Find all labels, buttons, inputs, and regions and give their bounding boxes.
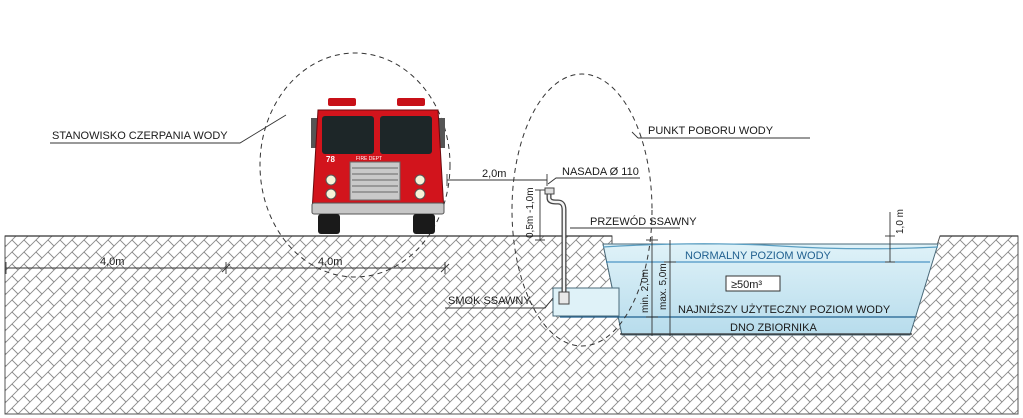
dim-station-width-2: 4,0m xyxy=(318,256,342,268)
label-reservoir-bottom: DNO ZBIORNIKA xyxy=(730,322,817,334)
label-strainer: SMOK SSAWNY xyxy=(448,295,531,307)
nozzle-icon xyxy=(544,187,555,195)
volume-box xyxy=(725,275,781,292)
dim-nozzle-height: 0,5m -1,0m xyxy=(525,187,536,238)
label-intake-point: PUNKT POBORU WODY xyxy=(648,125,774,137)
truck-text: FIRE DEPT xyxy=(356,156,382,162)
dim-bank-height: 1,0 m xyxy=(895,209,906,234)
intake-dashed-circle xyxy=(511,73,653,347)
dim-min-depth: min. 2,0m xyxy=(640,269,651,313)
label-normal-level: NORMALNY POZIOM WODY xyxy=(685,250,832,262)
station-dashed-circle xyxy=(259,52,451,278)
dim-station-width-1: 4,0m xyxy=(100,256,124,268)
truck-number: 78 xyxy=(326,155,335,164)
label-volume: ≥50m³ xyxy=(731,279,762,291)
dim-max-depth: max. 5,0m xyxy=(658,263,669,310)
strainer-icon xyxy=(558,291,570,305)
water-surface-line xyxy=(602,243,939,250)
dim-truck-to-nozzle: 2,0m xyxy=(482,168,506,180)
label-lowest-level: NAJNIŻSZY UŻYTECZNY POZIOM WODY xyxy=(678,303,891,316)
label-suction-hose: PRZEWÓD SSAWNY xyxy=(590,215,697,228)
label-station: STANOWISKO CZERPANIA WODY xyxy=(52,130,228,142)
fire-truck-icon xyxy=(311,98,445,234)
label-nozzle: NASADA Ø 110 xyxy=(562,166,639,178)
